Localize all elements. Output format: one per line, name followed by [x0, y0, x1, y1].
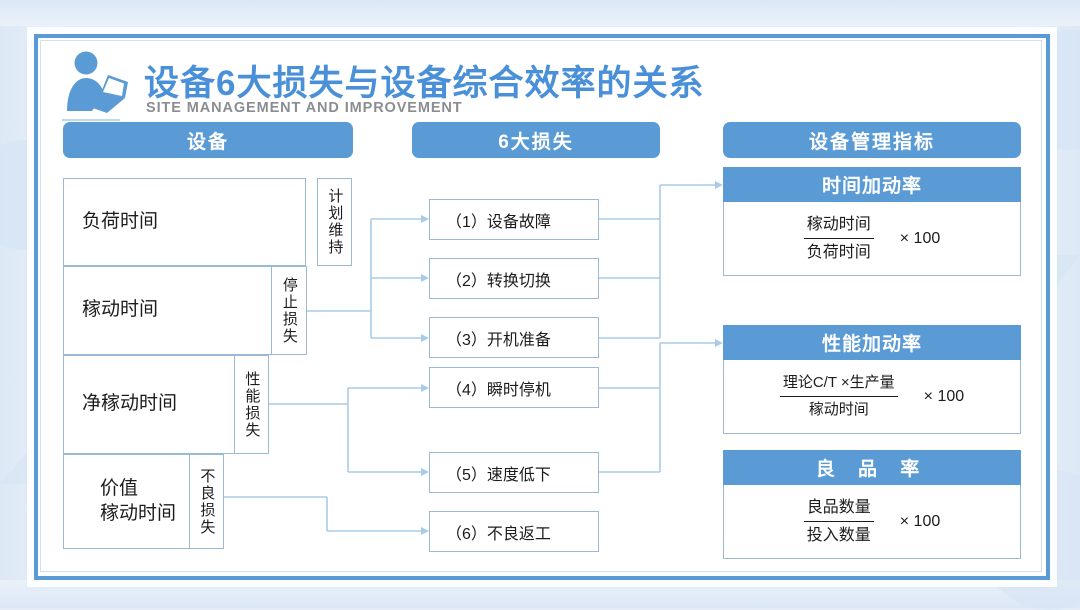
- metric-card-quality-rate-formula: 良品数量 投入数量 × 100: [723, 485, 1021, 559]
- time-box-net-run: 净稼动时间: [63, 355, 235, 454]
- metric-card-performance-rate: 性能加动率 理论C/T ×生产量 稼动时间 × 100: [723, 325, 1021, 434]
- person-reading-icon: [67, 51, 128, 113]
- formula-fraction: 稼动时间 负荷时间: [803, 214, 874, 263]
- loss-item-6: （6）不良返工: [429, 511, 599, 552]
- time-box-net-run-label: 净稼动时间: [82, 393, 178, 415]
- loss-label-defect-loss-text: 不良损失: [198, 467, 216, 536]
- metric-card-time-rate-formula: 稼动时间 负荷时间 × 100: [723, 202, 1021, 276]
- loss-item-1-label: （1）设备故障: [446, 213, 551, 231]
- time-box-value-line2: 稼动时间: [100, 502, 177, 524]
- deco-band-bottom: [0, 580, 1080, 608]
- loss-item-6-label: （6）不良返工: [446, 525, 551, 543]
- formula-multiplier: × 100: [923, 387, 965, 405]
- formula-denominator: 负荷时间: [806, 243, 871, 261]
- loss-label-defect-loss: 不良损失: [189, 454, 224, 549]
- formula-fraction: 良品数量 投入数量: [803, 497, 874, 546]
- time-box-run: 稼动时间: [63, 266, 277, 355]
- loss-label-stop-loss: 停止损失: [271, 266, 307, 355]
- loss-label-planned-maintenance: 计划维持: [317, 178, 352, 266]
- metric-card-quality-rate-title: 良 品 率: [723, 450, 1021, 485]
- loss-label-planned-maintenance-text: 计划维持: [326, 188, 344, 256]
- loss-item-5: （5）速度低下: [429, 452, 599, 493]
- metric-card-time-rate: 时间加动率 稼动时间 负荷时间 × 100: [723, 167, 1021, 276]
- time-box-run-label: 稼动时间: [82, 299, 159, 321]
- formula-numerator: 稼动时间: [803, 214, 874, 239]
- time-box-load-label: 负荷时间: [82, 210, 159, 232]
- metric-card-performance-rate-formula: 理论C/T ×生产量 稼动时间 × 100: [723, 360, 1021, 434]
- formula-fraction: 理论C/T ×生产量 稼动时间: [779, 373, 898, 420]
- loss-item-5-label: （5）速度低下: [446, 466, 551, 484]
- formula-numerator: 良品数量: [803, 497, 874, 522]
- metric-card-quality-rate: 良 品 率 良品数量 投入数量 × 100: [723, 450, 1021, 559]
- formula-multiplier: × 100: [899, 229, 941, 247]
- metric-card-performance-rate-title: 性能加动率: [723, 325, 1021, 360]
- loss-label-performance-loss-text: 性能损失: [243, 370, 261, 439]
- time-box-value-run-label: 价值 稼动时间: [64, 477, 176, 526]
- formula-denominator: 稼动时间: [808, 400, 869, 418]
- column-header-equipment: 设备: [63, 122, 353, 158]
- loss-item-3: （3）开机准备: [429, 317, 599, 358]
- time-box-value-run: 价值 稼动时间: [63, 454, 190, 549]
- column-header-losses: 6大损失: [412, 122, 660, 158]
- formula-multiplier: × 100: [899, 512, 941, 530]
- metric-card-time-rate-title: 时间加动率: [723, 167, 1021, 202]
- loss-item-2: （2）转换切换: [429, 258, 599, 299]
- page-subtitle: SITE MANAGEMENT AND IMPROVEMENT: [146, 100, 463, 116]
- loss-item-3-label: （3）开机准备: [446, 331, 551, 349]
- loss-item-1: （1）设备故障: [429, 199, 599, 240]
- time-box-value-line1: 价值: [100, 478, 139, 500]
- formula-numerator: 理论C/T ×生产量: [779, 373, 898, 397]
- column-header-metrics: 设备管理指标: [723, 122, 1021, 158]
- header-accent-rule: [62, 119, 120, 121]
- formula-denominator: 投入数量: [806, 526, 871, 544]
- loss-item-4-label: （4）瞬时停机: [446, 381, 551, 399]
- loss-item-4: （4）瞬时停机: [429, 367, 599, 408]
- loss-label-performance-loss: 性能损失: [234, 355, 269, 454]
- deco-band-top: [0, 0, 1080, 26]
- loss-label-stop-loss-text: 停止损失: [280, 276, 298, 345]
- page-title: 设备6大损失与设备综合效率的关系: [144, 64, 705, 103]
- time-box-load: 负荷时间: [63, 178, 306, 266]
- loss-item-2-label: （2）转换切换: [446, 272, 551, 290]
